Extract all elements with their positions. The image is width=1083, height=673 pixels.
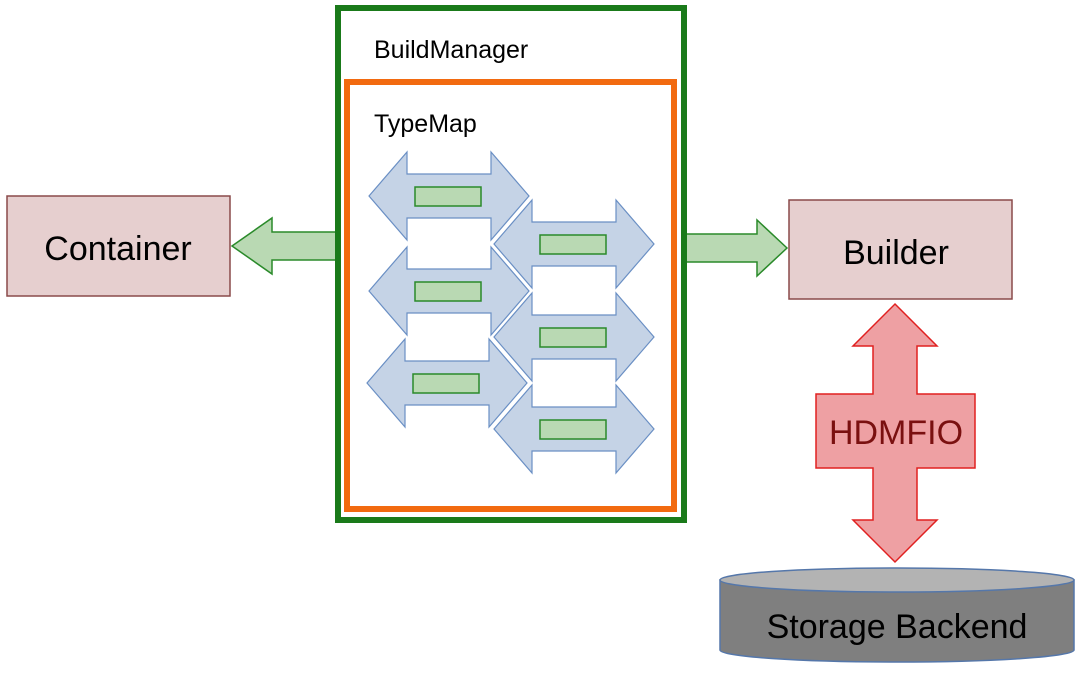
type-map-node: TypeMap bbox=[344, 79, 677, 512]
build-manager-node: BuildManager bbox=[335, 5, 687, 523]
storage-backend-node: Storage Backend bbox=[719, 567, 1075, 663]
container-box bbox=[6, 195, 231, 297]
type-map-inner-box bbox=[539, 327, 607, 348]
type-map-box bbox=[344, 79, 677, 512]
hdmfio-node: HDMFIO bbox=[815, 302, 976, 564]
arrow-to-builder bbox=[684, 218, 789, 278]
storage-backend-body bbox=[719, 579, 1075, 663]
arrow-to-container bbox=[230, 216, 338, 276]
type-map-inner-box bbox=[412, 373, 480, 394]
type-map-label: TypeMap bbox=[374, 110, 477, 138]
hdmfio-label: HDMFIO bbox=[829, 414, 963, 452]
storage-backend-top bbox=[719, 567, 1075, 593]
storage-backend-label: Storage Backend bbox=[767, 608, 1028, 646]
type-map-inner-box bbox=[539, 419, 607, 440]
container-label: Container bbox=[44, 230, 191, 268]
build-manager-box bbox=[335, 5, 687, 523]
type-map-inner-box bbox=[539, 234, 607, 255]
type-map-arrows bbox=[366, 150, 655, 475]
container-node: Container bbox=[6, 195, 231, 297]
type-map-inner-box bbox=[414, 186, 482, 207]
builder-label: Builder bbox=[843, 234, 949, 272]
builder-box bbox=[788, 199, 1013, 300]
hdmfio-double-arrow bbox=[815, 302, 976, 564]
build-manager-label: BuildManager bbox=[374, 36, 528, 64]
builder-node: Builder bbox=[788, 199, 1013, 300]
type-map-inner-box bbox=[414, 281, 482, 302]
